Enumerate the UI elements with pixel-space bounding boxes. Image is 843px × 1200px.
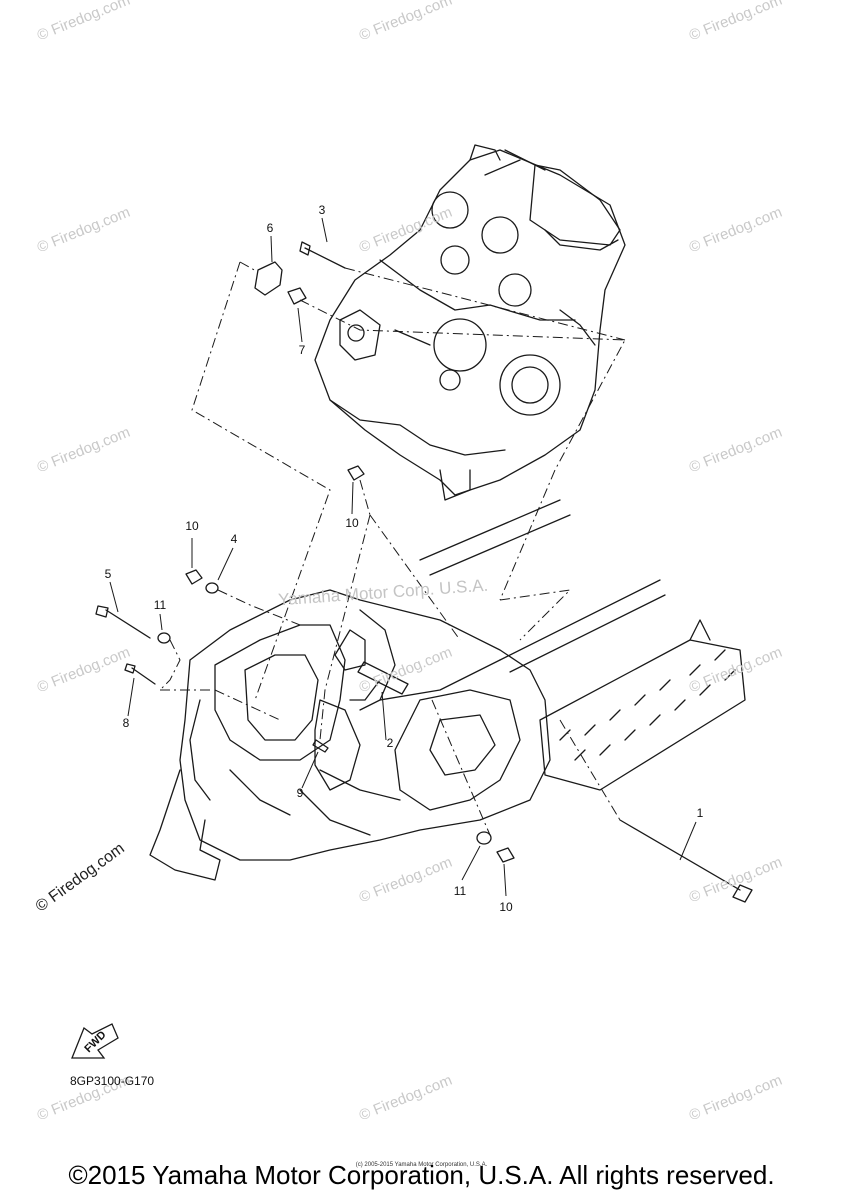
- callout-2: 2: [386, 736, 394, 750]
- engine-illustration: [314, 144, 626, 501]
- leader-lines: [109, 217, 697, 897]
- copyright-notice: ©2015 Yamaha Motor Corporation, U.S.A. A…: [68, 1160, 775, 1190]
- frame-illustration: [149, 499, 746, 881]
- callout-10: 10: [185, 519, 199, 533]
- fwd-arrow-icon: [71, 1023, 119, 1059]
- diagram-part-code: 8GP3100-G170: [70, 1074, 155, 1088]
- callout-4: 4: [230, 532, 238, 546]
- callout-6: 6: [266, 221, 274, 235]
- callout-11: 11: [453, 884, 467, 898]
- tiny-copyright: (c) 2005-2015 Yamaha Motor Corporation, …: [355, 1162, 488, 1168]
- parts-hardware: [95, 241, 753, 903]
- callout-8: 8: [122, 716, 130, 730]
- reference-lines: [159, 261, 626, 836]
- callout-10: 10: [345, 516, 359, 530]
- callout-3: 3: [318, 203, 326, 217]
- callout-5: 5: [104, 567, 112, 581]
- callout-7: 7: [298, 343, 306, 357]
- callout-1: 1: [696, 806, 704, 820]
- callout-11: 11: [153, 598, 167, 612]
- callout-9: 9: [296, 786, 304, 800]
- callout-10: 10: [499, 900, 513, 914]
